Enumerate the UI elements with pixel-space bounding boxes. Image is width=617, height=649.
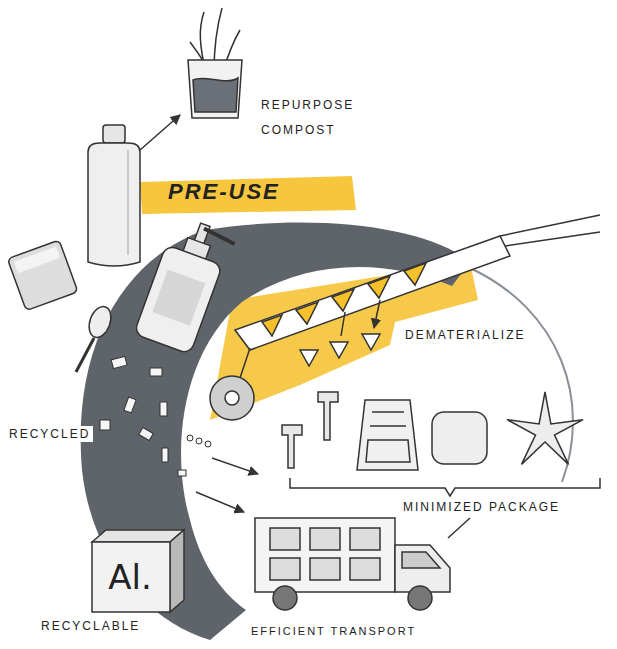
crane <box>262 315 282 336</box>
aluminium-cube: Al. <box>90 528 186 614</box>
recycled-bits <box>111 356 127 368</box>
soap-bar <box>7 240 77 310</box>
crane <box>240 348 250 378</box>
recycled-bits <box>205 441 211 447</box>
recycled-bits <box>178 470 186 476</box>
recycled-bits <box>196 438 202 444</box>
recycled-bits <box>100 356 211 476</box>
compost-jar <box>188 60 242 118</box>
spoon <box>85 304 115 341</box>
truck <box>350 528 380 550</box>
step-label: MINIMIZED PACKAGE <box>400 499 563 515</box>
crane <box>225 391 239 405</box>
crane <box>341 300 380 336</box>
cube-top <box>92 530 184 542</box>
truck <box>395 545 450 592</box>
step-label: DEMATERIALIZE <box>402 327 528 343</box>
stage-title: PRE-USE <box>165 178 283 206</box>
element-symbol: Al. <box>104 556 158 598</box>
grey-swoosh <box>81 223 573 640</box>
pump-bottle <box>134 215 238 356</box>
soap-bar <box>7 240 77 310</box>
minimized-products <box>507 392 583 464</box>
compost-jar <box>193 78 238 112</box>
pump-bottle <box>134 245 223 355</box>
recycled-bits <box>162 448 168 462</box>
recycled-bits <box>150 368 162 376</box>
truck <box>402 552 440 568</box>
minimized-products <box>282 392 583 470</box>
truck <box>255 518 395 592</box>
crane <box>404 263 426 285</box>
compost-jar <box>188 8 242 118</box>
leader-line <box>448 518 470 538</box>
recycled-bits <box>139 428 153 441</box>
crane <box>300 334 380 366</box>
recycled-bits <box>124 397 136 413</box>
recycled-bits <box>100 420 110 430</box>
truck <box>350 558 380 580</box>
crane <box>296 302 318 324</box>
truck <box>310 558 340 580</box>
bottle <box>127 150 129 255</box>
truck <box>270 528 300 550</box>
truck <box>270 558 300 580</box>
bottle <box>88 125 140 266</box>
bottle <box>88 143 140 266</box>
minimized-products <box>432 412 487 464</box>
bracket <box>290 478 600 496</box>
spoon <box>76 338 94 372</box>
cube-front <box>92 542 170 612</box>
arrow-line <box>212 458 258 474</box>
pump-bottle <box>203 229 236 244</box>
soap-bar <box>14 246 60 273</box>
crane <box>500 215 600 246</box>
truck <box>273 586 297 610</box>
minimized-products <box>282 425 302 468</box>
minimized-products <box>357 400 418 470</box>
step-label: RECYCLED <box>6 426 93 442</box>
truck <box>310 528 340 550</box>
crane <box>368 276 390 298</box>
truck <box>255 518 450 610</box>
crane <box>210 215 600 420</box>
pump-bottle <box>152 270 205 326</box>
step-label: EFFICIENT TRANSPORT <box>248 624 419 639</box>
truck <box>408 586 432 610</box>
recycled-bits <box>160 402 167 416</box>
bottle <box>103 125 125 143</box>
step-label: REPURPOSE COMPOST <box>258 92 376 144</box>
spoon <box>76 304 115 372</box>
step-label: RECYCLABLE <box>38 618 143 634</box>
cube-side <box>170 530 184 612</box>
crane <box>332 289 354 311</box>
crane <box>210 376 254 420</box>
recycled-bits <box>187 435 193 441</box>
yellow-highlights <box>140 176 356 214</box>
minimized-products <box>366 412 410 462</box>
arrow-line <box>196 492 244 512</box>
arrow-line <box>140 115 180 150</box>
minimized-products <box>318 392 338 440</box>
